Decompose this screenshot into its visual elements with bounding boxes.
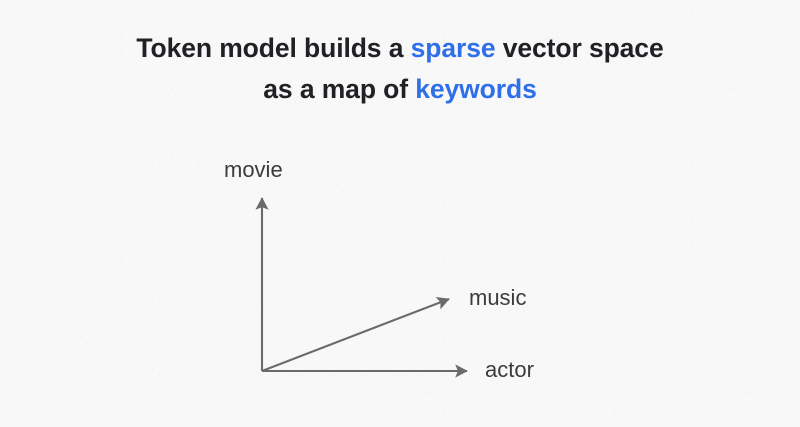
axis-label-music: music [469, 285, 527, 310]
title-line-2-part-1: as a map of [263, 74, 416, 104]
title-accent-keywords: keywords [415, 74, 537, 104]
page-title: Token model builds a sparse vector space… [0, 28, 800, 110]
axis-arrow-music [261, 297, 450, 372]
axis-label-actor: actor [485, 357, 534, 382]
title-line-1-part-2: vector space [495, 33, 664, 63]
title-line-1: Token model builds a sparse vector space [0, 28, 800, 69]
axis-label-movie: movie [224, 157, 283, 182]
title-line-2: as a map of keywords [0, 69, 800, 110]
title-accent-sparse: sparse [410, 33, 496, 63]
title-line-1-part-1: Token model builds a [136, 33, 411, 63]
